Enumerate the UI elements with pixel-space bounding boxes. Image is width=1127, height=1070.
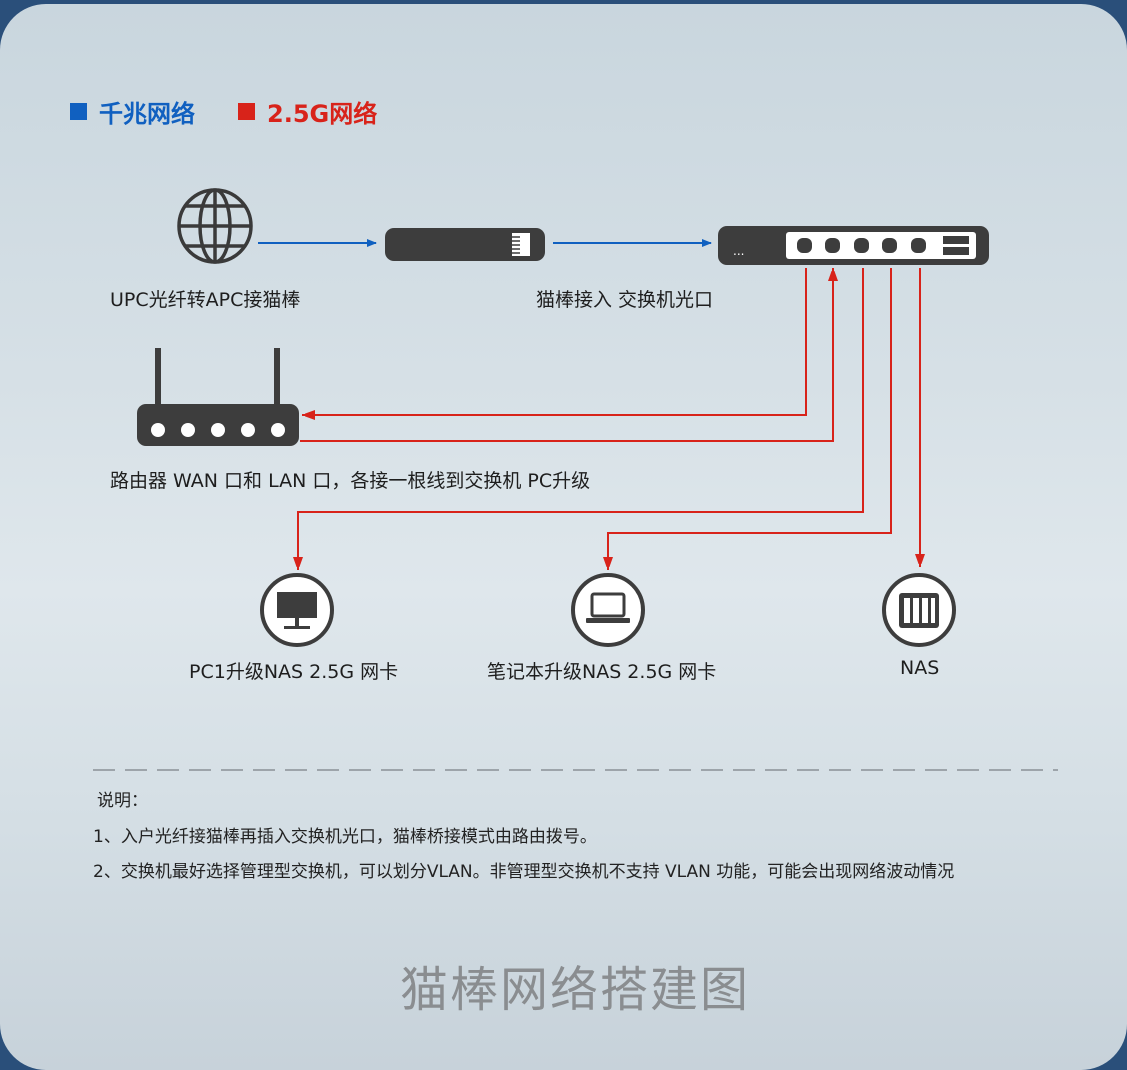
pc-icon — [260, 573, 334, 647]
page-title: 猫棒网络搭建图 — [399, 962, 750, 1018]
switch-icon — [718, 226, 989, 265]
note-item: 2、交换机最好选择管理型交换机，可以划分VLAN。非管理型交换机不支持 VLAN… — [93, 862, 955, 882]
legend-2-5g: 2.5G网络 — [238, 94, 377, 129]
modem-stick-icon — [385, 228, 545, 261]
router-icon — [137, 348, 299, 446]
laptop-icon — [571, 573, 645, 647]
link-router-wan-switch — [300, 268, 833, 442]
link-switch-pc — [298, 268, 864, 570]
legend-swatch-blue — [70, 103, 87, 120]
pc-label: PC1升级NAS 2.5G 网卡 — [189, 661, 399, 683]
link-switch-router-lan — [302, 268, 807, 415]
legend-label: 2.5G网络 — [267, 100, 378, 128]
laptop-label: 笔记本升级NAS 2.5G 网卡 — [487, 661, 717, 683]
switch-dots: ... — [733, 244, 745, 258]
diagram-card — [0, 4, 1127, 1070]
legend-gigabit: 千兆网络 — [70, 94, 195, 129]
switch-label: 猫棒接入 交换机光口 — [536, 289, 714, 311]
nas-icon — [882, 573, 956, 647]
legend-swatch-red — [238, 103, 255, 120]
link-switch-laptop — [608, 268, 892, 570]
notes-heading: 说明： — [97, 791, 148, 811]
router-label: 路由器 WAN 口和 LAN 口，各接一根线到交换机 PC升级 — [110, 470, 591, 492]
note-item: 1、入户光纤接猫棒再插入交换机光口，猫棒桥接模式由路由拨号。 — [93, 827, 597, 847]
globe-label: UPC光纤转APC接猫棒 — [110, 289, 301, 311]
legend-label: 千兆网络 — [99, 100, 195, 128]
nas-label: NAS — [900, 657, 940, 679]
globe-icon — [177, 188, 253, 264]
